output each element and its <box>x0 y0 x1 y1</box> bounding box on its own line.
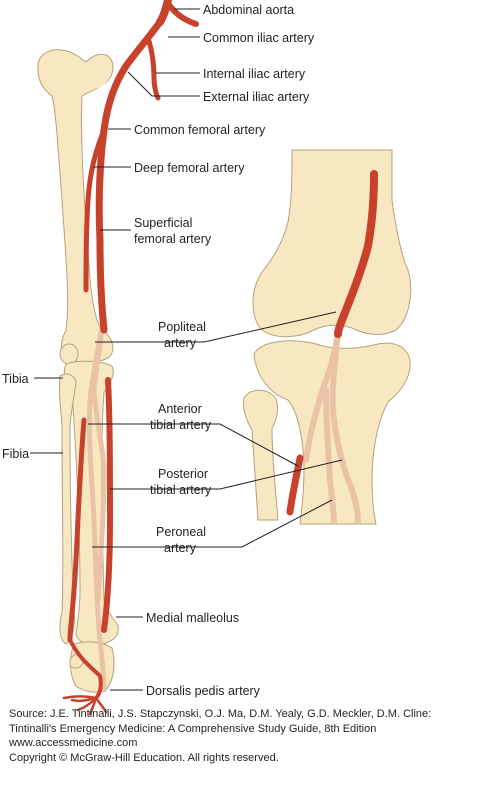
label-tibia: Tibia <box>2 372 29 386</box>
source-line-3: www.accessmedicine.com <box>9 737 138 750</box>
label-external-iliac-artery: External iliac artery <box>203 90 310 104</box>
label-posterior-tibial-line1: Posterior <box>158 467 208 481</box>
source-line-4: Copyright © McGraw-Hill Education. All r… <box>9 751 279 764</box>
source-line-1: Source: J.E. Tintinalli, J.S. Stapczynsk… <box>9 708 432 720</box>
arteries-left <box>62 0 199 716</box>
femur-bone <box>37 49 114 363</box>
faded-arteries-right <box>303 327 361 525</box>
label-popliteal-line2: artery <box>164 336 197 350</box>
source-citation: Source: J.E. Tintinalli, J.S. Stapczynsk… <box>9 707 479 765</box>
fibula-bone-left <box>58 373 77 645</box>
label-medial-malleolus: Medial malleolus <box>146 611 239 625</box>
label-anterior-tibial-line1: Anterior <box>158 402 202 416</box>
label-deep-femoral-artery: Deep femoral artery <box>134 161 245 175</box>
label-fibia: Fibia <box>2 447 29 461</box>
label-peroneal-line1: Peroneal <box>156 525 206 539</box>
arteries-right <box>286 170 378 516</box>
label-peroneal-line2: artery <box>164 541 197 555</box>
label-abdominal-aorta: Abdominal aorta <box>203 3 294 17</box>
label-popliteal-line1: Popliteal <box>158 320 206 334</box>
leader-lines <box>30 8 343 691</box>
patella-bone <box>59 343 79 365</box>
faded-arteries-left <box>86 323 107 693</box>
label-common-femoral-artery: Common femoral artery <box>134 123 266 137</box>
label-posterior-tibial-line2: tibial artery <box>150 483 212 497</box>
label-internal-iliac-artery: Internal iliac artery <box>203 67 306 81</box>
label-common-iliac-artery: Common iliac artery <box>203 31 315 45</box>
label-superficial-femoral-line2: femoral artery <box>134 232 212 246</box>
label-anterior-tibial-line2: tibial artery <box>150 418 212 432</box>
label-superficial-femoral-line1: Superficial <box>134 216 192 230</box>
source-line-2: Tintinalli's Emergency Medicine: A Compr… <box>9 722 377 735</box>
label-dorsalis-pedis-artery: Dorsalis pedis artery <box>146 684 261 698</box>
